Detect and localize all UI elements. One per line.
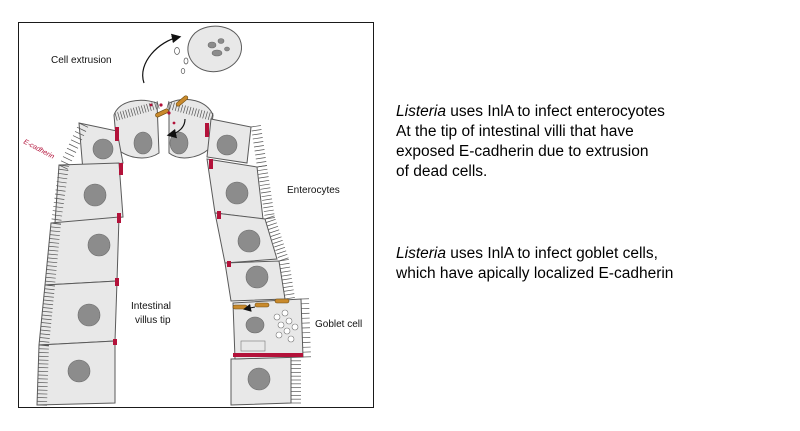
caption-goblet-cells: Listeria uses InlA to infect goblet cell… [396,244,776,284]
villus-tip-cells [113,99,214,159]
caption-1-line-1: Listeria uses InlA to infect enterocyote… [396,102,776,122]
caption-2-line-2: which have apically localized E-cadherin [396,265,674,282]
figure-panel: Cell extrusion E-cadherin Enterocytes In… [18,22,374,408]
right-enterocyte-column [206,118,292,406]
invasion-arrow [166,118,186,139]
goblet-cell [232,298,304,360]
right-microvilli [250,125,301,404]
left-enterocyte-column [36,122,124,406]
caption-2-line-1: Listeria uses InlA to infect goblet cell… [396,244,776,264]
villus-tip-label-line2: villus tip [135,315,171,326]
goblet-microvilli [300,298,312,358]
extrusion-arrow [142,33,182,84]
organism-name: Listeria [396,103,446,120]
left-microvilli [36,122,89,406]
organism-name: Listeria [396,245,446,262]
enterocytes-label: Enterocytes [287,185,340,196]
caption-1-line-2: At the tip of intestinal villi that have [396,123,634,140]
extruded-cell [187,25,242,73]
caption-2-line-1-rest: uses InlA to infect goblet cells, [445,245,658,262]
cell-extrusion-label: Cell extrusion [51,55,112,66]
goblet-invasion-arrow [243,303,256,312]
debris-vesicles [174,47,189,74]
left-e-cadherin-junctions [113,127,123,345]
villus-tip-label-line1: Intestinal [131,301,171,312]
e-cadherin-tip-dots [149,103,176,125]
caption-enterocytes: Listeria uses InlA to infect enterocyote… [396,102,776,182]
caption-1-line-1-rest: uses InlA to infect enterocyotes [445,103,665,120]
goblet-cell-label: Goblet cell [315,319,362,330]
villus-diagram: Cell extrusion E-cadherin Enterocytes In… [22,25,362,406]
caption-1-line-4: of dead cells. [396,163,488,180]
right-e-cadherin-junctions [205,123,231,267]
caption-1-line-3: exposed E-cadherin due to extrusion [396,143,649,160]
e-cadherin-label: E-cadherin [22,139,55,161]
tip-microvilli [114,100,214,121]
listeria-bacteria-tip [155,95,189,118]
